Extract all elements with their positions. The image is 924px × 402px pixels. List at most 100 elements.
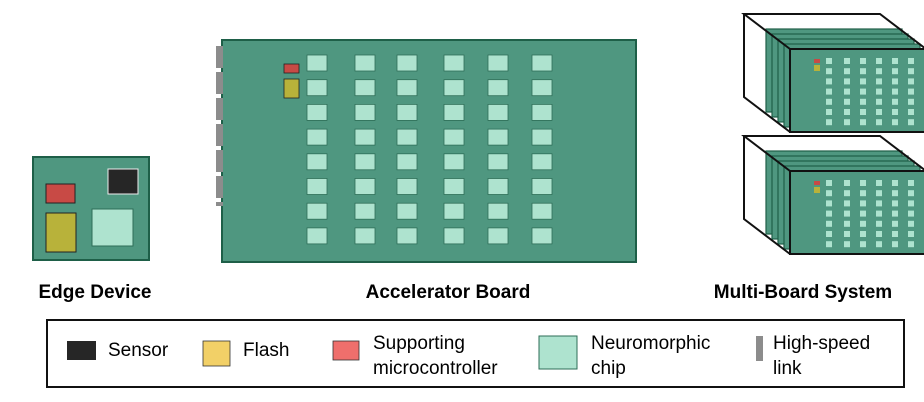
link-connector (216, 46, 223, 68)
neuromorphic-chip (306, 178, 328, 195)
mini-chip (876, 119, 882, 126)
mini-chip (860, 119, 866, 126)
mini-chip (908, 241, 914, 248)
legend-sensor-label: Sensor (108, 340, 169, 361)
enclosure-top (741, 13, 924, 50)
caption-accelerator-board: Accelerator Board (366, 282, 531, 303)
legend: Sensor Flash Supporting microcontroller … (46, 319, 905, 388)
neuromorphic-chip (396, 79, 418, 97)
legend-chip-swatch (538, 335, 578, 370)
accelerator-flash (283, 78, 300, 99)
mini-chip (892, 88, 898, 95)
board-rack-bottom (741, 135, 924, 255)
mini-chip (876, 98, 882, 105)
enclosure-front (789, 48, 924, 133)
neuromorphic-chip (487, 79, 509, 97)
mini-chip (826, 231, 832, 237)
edge-device-neuromorphic-chip (91, 208, 134, 247)
mini-chip (892, 241, 898, 248)
mini-chip (860, 220, 866, 227)
legend-link-label-line2: link (773, 358, 802, 379)
neuromorphic-chip (487, 227, 509, 245)
mini-chip (908, 220, 914, 227)
mini-chip (860, 231, 866, 237)
mini-chip (876, 200, 882, 207)
mini-chip (844, 98, 850, 105)
neuromorphic-chip (354, 104, 376, 121)
mini-chip (908, 98, 914, 105)
mini-chip (826, 241, 832, 248)
mini-chip (908, 119, 914, 126)
mini-chip (892, 98, 898, 105)
legend-mcu-label-line2: microcontroller (373, 358, 498, 379)
mini-chip (908, 231, 914, 237)
mini-chip (826, 180, 832, 186)
neuromorphic-chip (487, 128, 509, 146)
neuromorphic-chip (396, 153, 418, 171)
neuromorphic-chip (306, 227, 328, 245)
neuromorphic-chip (396, 128, 418, 146)
neuromorphic-chip (531, 128, 553, 146)
mini-chip (860, 68, 866, 75)
neuromorphic-chip (531, 79, 553, 97)
mini-chip (860, 210, 866, 217)
accelerator-board (216, 39, 637, 263)
neuromorphic-chip (531, 202, 553, 220)
legend-flash-label: Flash (243, 340, 289, 361)
neuromorphic-chip (531, 227, 553, 245)
mini-chip (876, 220, 882, 227)
mini-chip (876, 241, 882, 248)
caption-multi-board-system: Multi-Board System (714, 282, 892, 303)
mini-chip (844, 241, 850, 248)
mini-chip (892, 220, 898, 227)
neuromorphic-chip (396, 227, 418, 245)
accelerator-chip-grid (306, 54, 553, 245)
stacked-board (789, 170, 924, 255)
mini-chip (826, 109, 832, 115)
link-connector (216, 72, 223, 94)
neuromorphic-chip (487, 104, 509, 121)
mini-chip (908, 68, 914, 75)
mini-chip (844, 88, 850, 95)
edge-device-sensor (107, 168, 139, 195)
enclosure-top (741, 135, 924, 172)
mini-chip (892, 210, 898, 217)
neuromorphic-chip (531, 178, 553, 195)
mini-chip (908, 78, 914, 85)
neuromorphic-chip (487, 54, 509, 72)
neuromorphic-chip (354, 79, 376, 97)
mini-chip (844, 190, 850, 197)
legend-mcu-swatch (332, 340, 360, 361)
neuromorphic-chip (354, 178, 376, 195)
mini-chip (844, 231, 850, 237)
mini-chip (826, 98, 832, 105)
mini-chip (844, 68, 850, 75)
mini-chip (892, 78, 898, 85)
neuromorphic-chip (531, 54, 553, 72)
mini-chip (892, 231, 898, 237)
mini-chip (844, 58, 850, 64)
neuromorphic-chip (531, 153, 553, 171)
neuromorphic-chip (306, 54, 328, 72)
caption-edge-device: Edge Device (39, 282, 152, 303)
neuromorphic-chip (443, 128, 465, 146)
neuromorphic-chip (443, 178, 465, 195)
mini-chip (876, 231, 882, 237)
mini-chip (876, 78, 882, 85)
mini-chip (860, 180, 866, 186)
legend-link-label-line1: High-speed (773, 333, 870, 354)
stacked-board (789, 48, 924, 133)
mini-chip (844, 180, 850, 186)
link-connector (216, 98, 223, 120)
mini-chip (826, 119, 832, 126)
mini-chip (826, 68, 832, 75)
link-connector (216, 150, 223, 172)
mini-chip (860, 58, 866, 64)
mini-chip (826, 220, 832, 227)
legend-flash-swatch (202, 340, 231, 367)
accelerator-mcu (283, 63, 300, 74)
edge-device-flash (45, 212, 77, 253)
high-speed-link-connectors (216, 46, 223, 206)
mini-chip (908, 190, 914, 197)
neuromorphic-chip (306, 202, 328, 220)
